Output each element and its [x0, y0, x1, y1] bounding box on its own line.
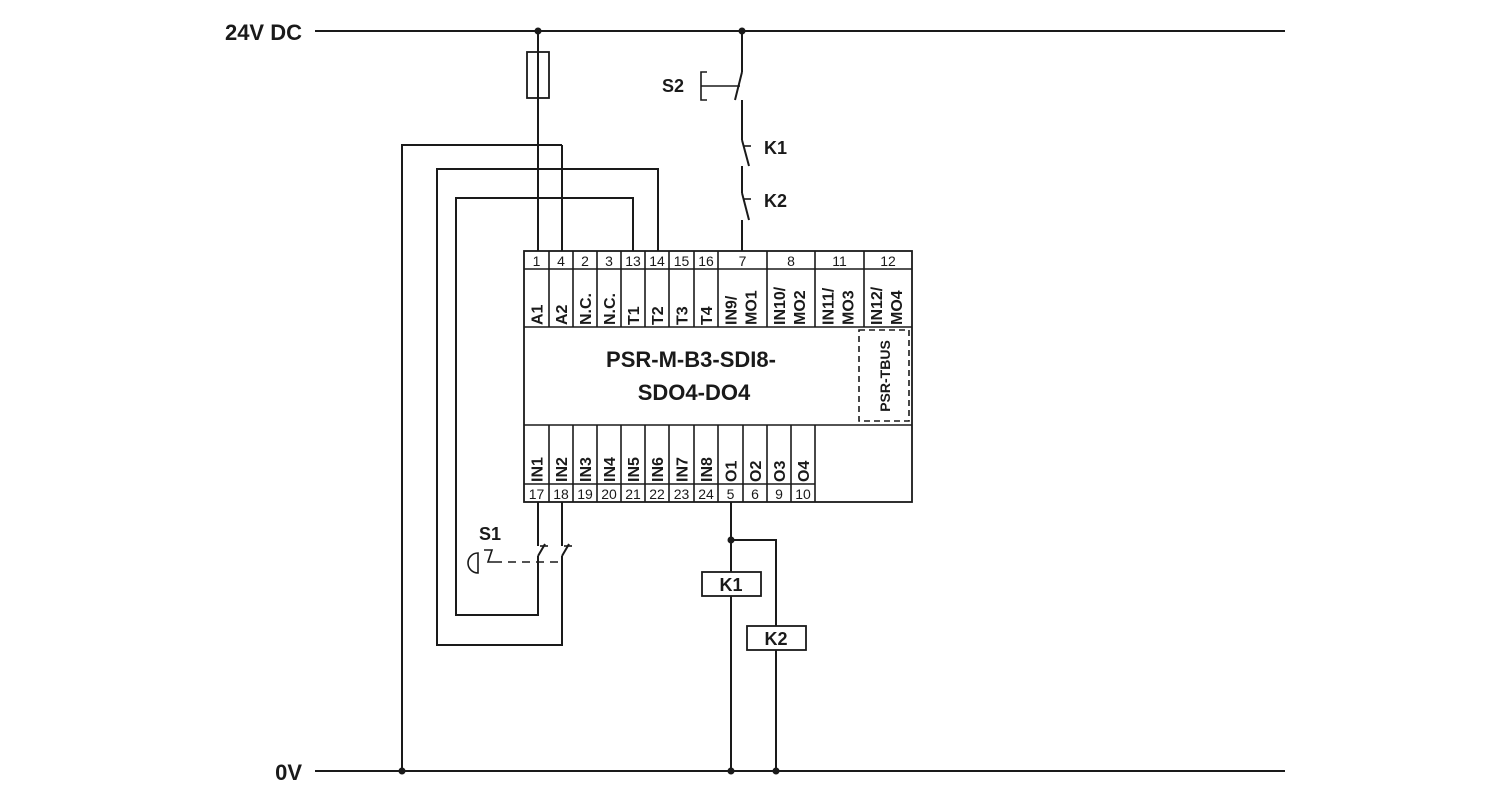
- top-pin-label: MO3: [841, 290, 858, 325]
- bottom-terminal-number: 6: [751, 486, 759, 502]
- s1-label: S1: [479, 524, 501, 544]
- bottom-pin-label: IN1: [530, 457, 547, 482]
- k1-contact-label: K1: [764, 138, 787, 158]
- bottom-pin-label: IN5: [626, 457, 643, 482]
- junction-24v-s2: [738, 27, 746, 35]
- k1-coil-label: K1: [719, 575, 742, 595]
- module-name-line1: PSR-M-B3-SDI8-: [606, 347, 776, 372]
- top-pin-label: MO1: [744, 290, 761, 325]
- wire-t2-loop: [436, 168, 659, 646]
- s1-actuator-lever: [484, 549, 494, 563]
- bottom-terminal-strip: IN1 17 IN2 18 IN3 19 IN4 20 IN5 21 IN6 22 IN7 23 IN8 24…: [529, 425, 813, 502]
- bottom-terminal-number: 5: [727, 486, 735, 502]
- top-terminal-number: 14: [649, 253, 665, 269]
- bottom-terminal-number: 21: [625, 486, 641, 502]
- junction-24v-fuse: [534, 27, 542, 35]
- top-terminal-number: 1: [533, 253, 541, 269]
- bottom-terminal-number: 10: [795, 486, 811, 502]
- top-terminal-number: 13: [625, 253, 641, 269]
- k1-coil: [701, 571, 762, 597]
- wire-a2-to-0v: [401, 144, 562, 771]
- tbus-connector: [858, 329, 910, 422]
- bottom-terminal-number: 19: [577, 486, 593, 502]
- k2-contact-label: K2: [764, 191, 787, 211]
- bottom-terminal-number: 9: [775, 486, 783, 502]
- bottom-terminal-number: 22: [649, 486, 665, 502]
- bottom-pin-label: IN2: [554, 457, 571, 482]
- k1-contact: [741, 139, 750, 167]
- top-pin-label: MO2: [792, 290, 809, 325]
- s1-mushroom-head-icon: [467, 552, 479, 574]
- s1-emergency-stop: S1: [467, 524, 572, 574]
- top-pin-label: N.C.: [602, 293, 619, 325]
- bottom-pin-label: IN8: [699, 457, 716, 482]
- top-terminal-number: 16: [698, 253, 714, 269]
- top-terminal-number: 2: [581, 253, 589, 269]
- top-pin-label: MO4: [889, 290, 906, 325]
- bottom-pin-label: O1: [724, 461, 741, 482]
- tbus-label: PSR-TBUS: [877, 340, 893, 412]
- bottom-terminal-number: 18: [553, 486, 569, 502]
- junction-0v-a2: [398, 767, 406, 775]
- top-pin-label: IN10/: [772, 286, 789, 325]
- top-terminal-number: 3: [605, 253, 613, 269]
- bottom-pin-label: IN3: [578, 457, 595, 482]
- s2-label: S2: [662, 76, 684, 96]
- junction-0v-k2: [772, 767, 780, 775]
- junction-0v-k1: [727, 767, 735, 775]
- bottom-pin-label: IN6: [650, 457, 667, 482]
- bottom-terminal-number: 20: [601, 486, 617, 502]
- rail-0v-label: 0V: [275, 760, 302, 785]
- top-pin-label: IN9/: [724, 295, 741, 325]
- bottom-pin-label: O3: [772, 461, 789, 482]
- top-terminal-number: 4: [557, 253, 565, 269]
- top-terminal-number: 8: [787, 253, 795, 269]
- rail-24v-label: 24V DC: [225, 20, 302, 45]
- top-pin-label: N.C.: [578, 293, 595, 325]
- bottom-pin-label: O2: [748, 461, 765, 482]
- bottom-pin-label: IN7: [675, 457, 692, 482]
- top-pin-label: T1: [626, 306, 643, 325]
- top-pin-label: IN11/: [821, 287, 838, 325]
- top-pin-label: IN12/: [869, 286, 886, 325]
- module-name-line2: SDO4-DO4: [638, 380, 751, 405]
- k2-coil-label: K2: [764, 629, 787, 649]
- bottom-terminal-number: 23: [674, 486, 690, 502]
- wire-t1-loop: [455, 197, 634, 616]
- bottom-terminal-number: 24: [698, 486, 714, 502]
- top-pin-label: T3: [675, 306, 692, 325]
- top-terminal-number: 15: [674, 253, 690, 269]
- top-pin-label: T2: [650, 306, 667, 325]
- top-pin-label: A2: [554, 304, 571, 325]
- top-pin-label: T4: [699, 306, 716, 325]
- s2-pushbutton-icon: [700, 71, 707, 101]
- bottom-terminal-number: 17: [529, 486, 545, 502]
- top-terminal-number: 7: [739, 253, 747, 269]
- bottom-pin-label: IN4: [602, 457, 619, 482]
- bottom-pin-label: O4: [796, 461, 813, 482]
- k2-contact: [741, 192, 750, 221]
- top-pin-label: A1: [530, 304, 547, 325]
- wire-o1-k2: [731, 539, 777, 626]
- top-terminal-number: 11: [832, 253, 847, 269]
- top-terminal-number: 12: [880, 253, 896, 269]
